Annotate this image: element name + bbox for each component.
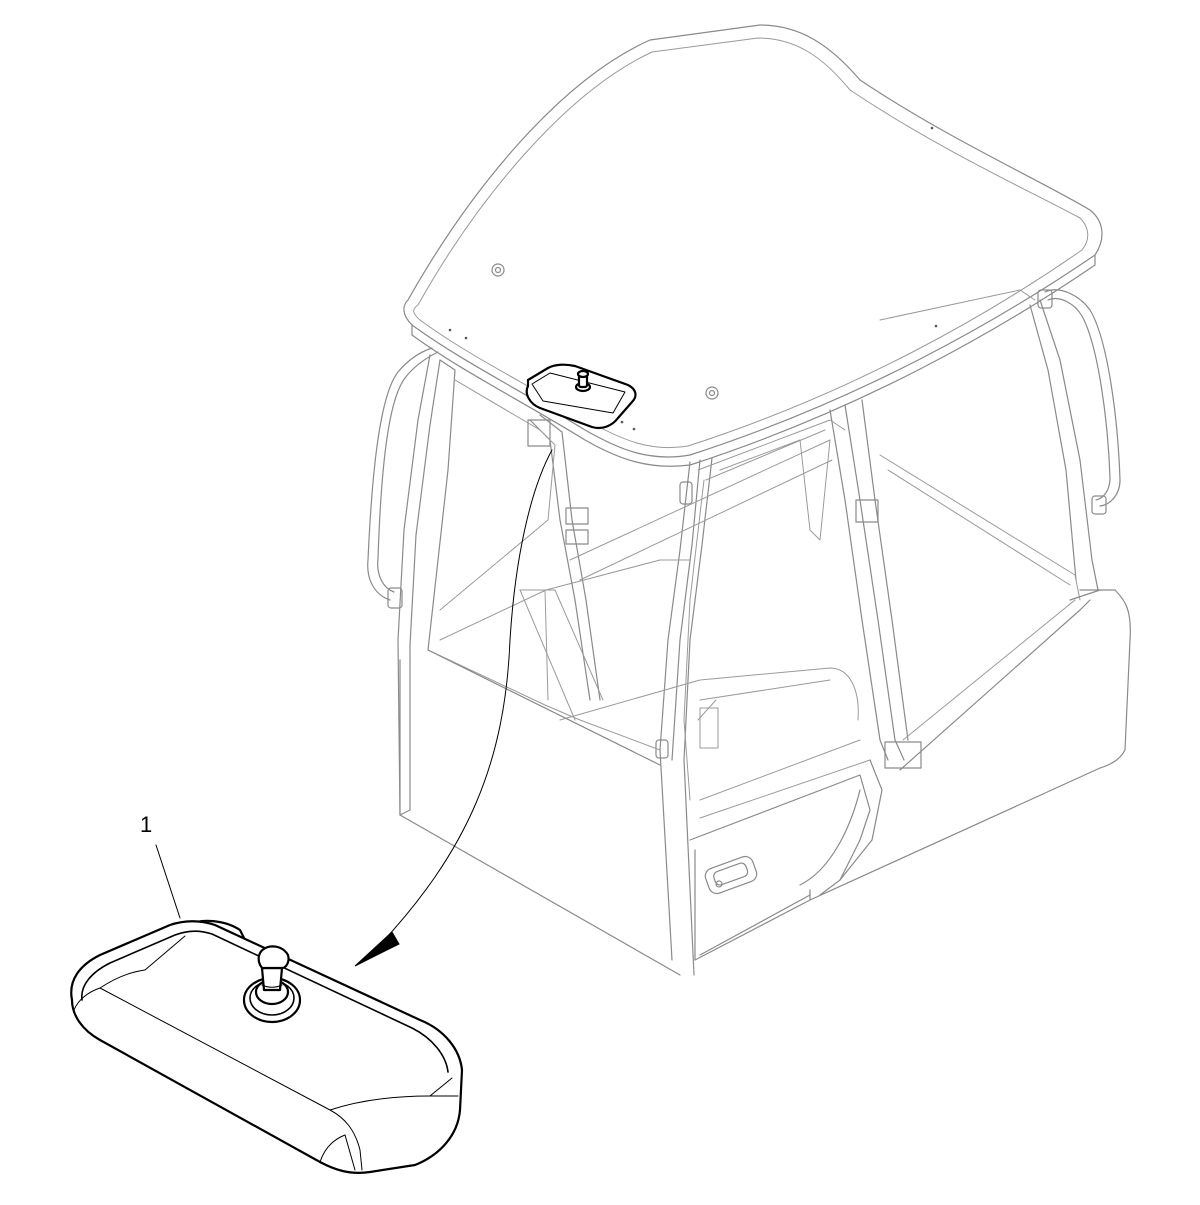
cab-frame-pillars: [367, 289, 1121, 976]
installation-arrow: [354, 449, 553, 967]
callout-leader-line: [155, 844, 181, 919]
callout-number: 1: [140, 812, 153, 837]
mirror-ball-joint: [242, 945, 302, 1024]
operator-cab: [367, 24, 1131, 976]
cab-lower-body: [399, 589, 1131, 976]
mirror-installed-location: [525, 363, 637, 430]
rear-view-mirror-detail: [70, 844, 464, 1174]
cab-roof: [403, 24, 1103, 467]
cab-window-frames: [427, 289, 1081, 819]
